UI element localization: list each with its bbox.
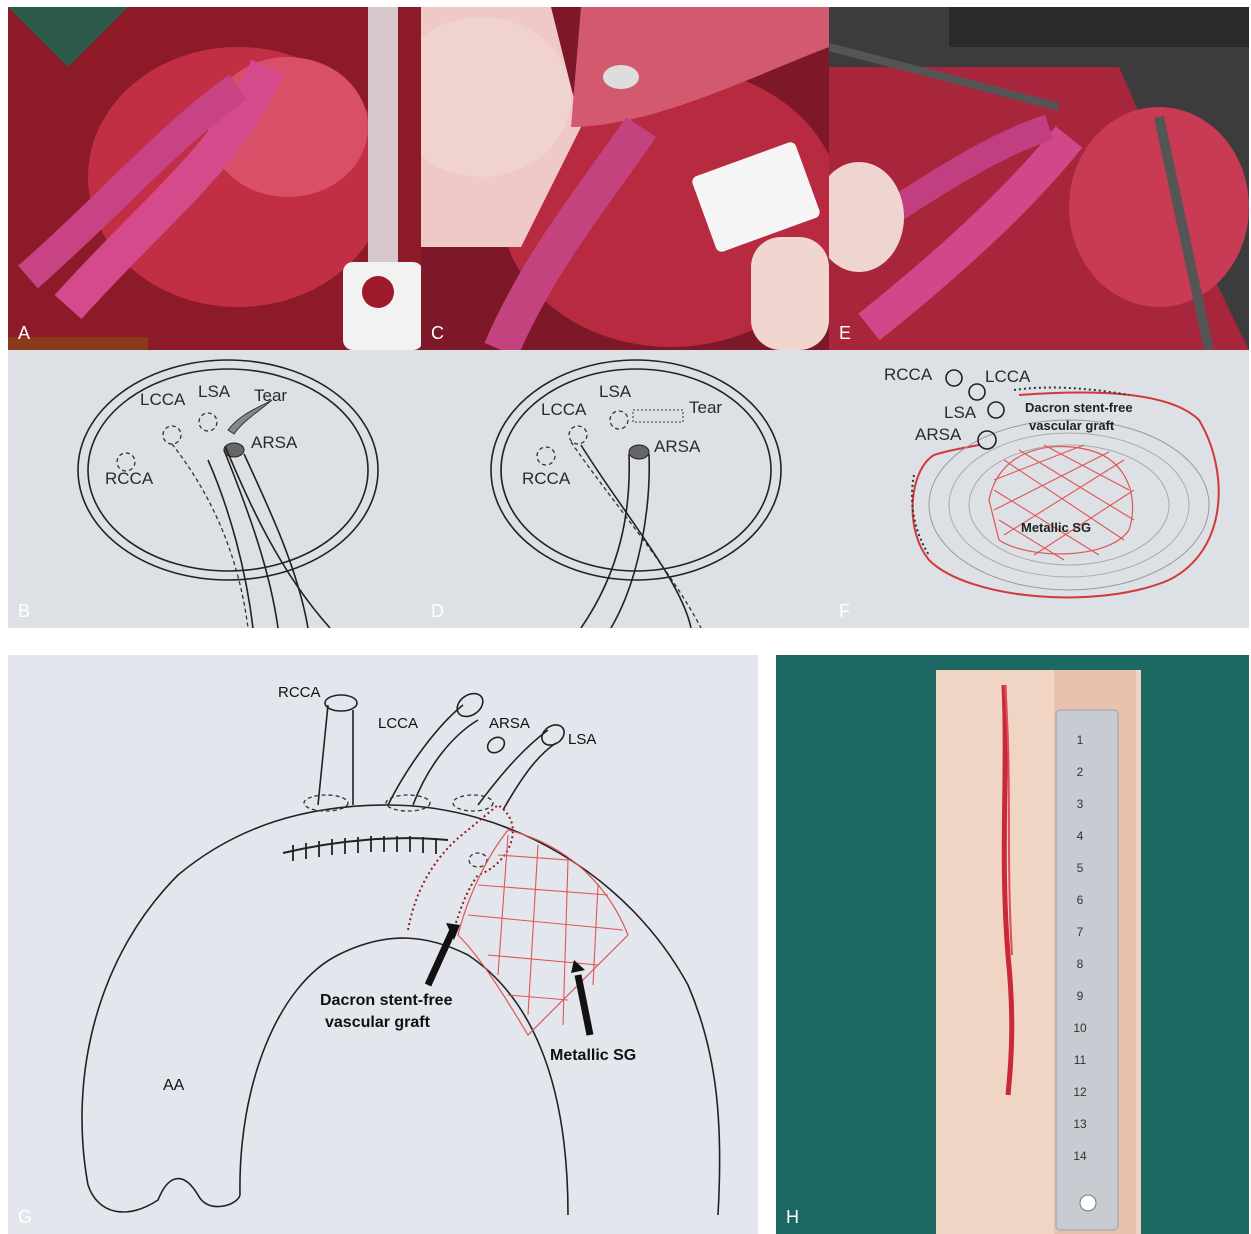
label-lcca: LCCA [140, 390, 186, 409]
sketch-d: LCCA LSA Tear ARSA RCCA [421, 350, 829, 628]
ruler-mark: 3 [1077, 797, 1084, 811]
label-metallic-sg: Metallic SG [550, 1047, 636, 1064]
panel-b-sketch: LCCA LSA Tear ARSA RCCA B [8, 350, 421, 628]
label-tear: Tear [689, 398, 722, 417]
panel-label-b: B [18, 601, 30, 622]
ruler-mark: 11 [1074, 1053, 1086, 1067]
sketch-f: RCCA LCCA LSA ARSA Dacron stent-free vas… [829, 350, 1249, 628]
label-arsa: ARSA [915, 425, 962, 444]
panel-f-sketch: RCCA LCCA LSA ARSA Dacron stent-free vas… [829, 350, 1249, 628]
panel-c-photo: C [421, 7, 829, 350]
ruler-mark: 5 [1077, 861, 1084, 875]
ruler-mark: 10 [1073, 1021, 1086, 1035]
label-rcca: RCCA [522, 469, 571, 488]
ruler-mark: 14 [1073, 1149, 1086, 1163]
label-rcca: RCCA [105, 469, 154, 488]
label-metallic-sg: Metallic SG [1021, 520, 1091, 535]
label-aa: AA [163, 1077, 185, 1094]
label-arsa: ARSA [654, 437, 701, 456]
panel-label-g: G [18, 1207, 32, 1228]
panel-g-sketch: RCCA LCCA ARSA LSA Dacron stent-free vas… [8, 655, 758, 1234]
panel-e-photo: E [829, 7, 1249, 350]
label-dacron-line1: Dacron stent-free [320, 992, 453, 1009]
panel-label-h: H [786, 1207, 799, 1228]
label-lsa: LSA [944, 403, 977, 422]
panel-label-d: D [431, 601, 444, 622]
label-dacron-line2: vascular graft [1029, 418, 1115, 433]
panel-label-a: A [18, 323, 30, 344]
ruler-mark: 1 [1077, 733, 1084, 747]
sketch-g: RCCA LCCA ARSA LSA Dacron stent-free vas… [8, 655, 758, 1234]
label-lcca: LCCA [985, 367, 1031, 386]
panel-label-f: F [839, 601, 850, 622]
ruler-mark: 9 [1077, 989, 1084, 1003]
surgical-photo-a [8, 7, 421, 350]
label-rcca: RCCA [278, 684, 321, 701]
specimen-photo-h [776, 655, 1249, 1234]
sketch-b: LCCA LSA Tear ARSA RCCA [8, 350, 421, 628]
panel-a-photo: A [8, 7, 421, 350]
panel-label-c: C [431, 323, 444, 344]
ruler-mark: 8 [1077, 957, 1084, 971]
panel-d-sketch: LCCA LSA Tear ARSA RCCA D [421, 350, 829, 628]
label-lsa: LSA [599, 382, 632, 401]
ruler-mark: 6 [1077, 893, 1084, 907]
ruler-mark: 4 [1077, 829, 1084, 843]
label-tear: Tear [254, 386, 287, 405]
ruler-mark: 2 [1077, 765, 1084, 779]
ruler-mark: 7 [1077, 925, 1084, 939]
label-dacron-line2: vascular graft [325, 1014, 431, 1031]
label-lcca: LCCA [378, 715, 418, 732]
label-lsa: LSA [568, 731, 596, 748]
panel-label-e: E [839, 323, 851, 344]
label-dacron-line1: Dacron stent-free [1025, 400, 1133, 415]
label-lsa: LSA [198, 382, 231, 401]
ruler-mark: 12 [1073, 1085, 1086, 1099]
label-rcca: RCCA [884, 365, 933, 384]
surgical-photo-e [829, 7, 1249, 350]
ruler-mark: 13 [1073, 1117, 1086, 1131]
panel-h-photo: 1 2 3 4 5 6 7 8 9 10 11 12 13 14 H [776, 655, 1249, 1234]
ruler: 1 2 3 4 5 6 7 8 9 10 11 12 13 14 [1060, 733, 1100, 1163]
surgical-photo-c [421, 7, 829, 350]
label-lcca: LCCA [541, 400, 587, 419]
label-arsa: ARSA [251, 433, 298, 452]
label-arsa: ARSA [489, 715, 530, 732]
